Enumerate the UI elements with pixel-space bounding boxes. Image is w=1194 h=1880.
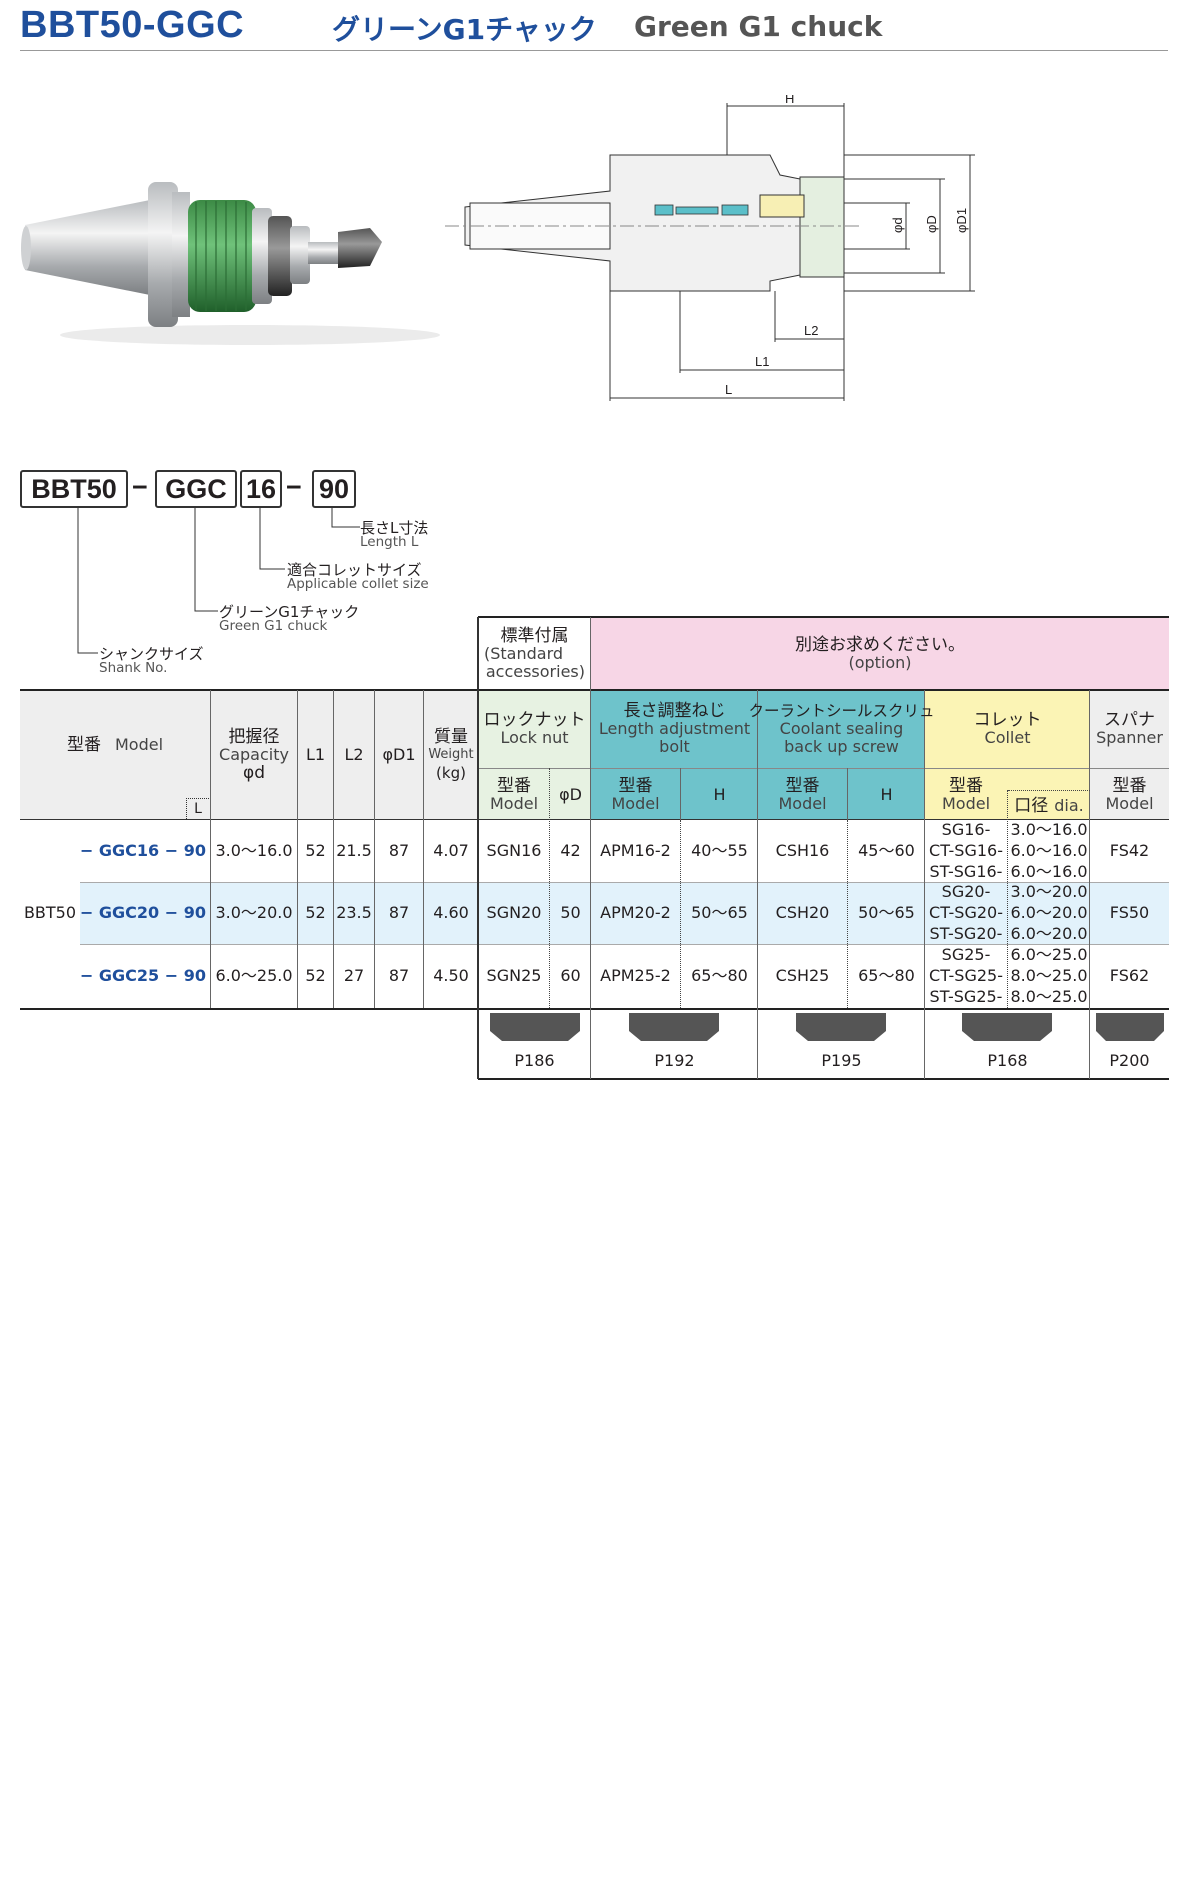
col-header-csh: クーラントシールスクリュ Coolant sealing back up scr… [748, 702, 935, 756]
col-header-d1: φD1 [382, 745, 416, 764]
code-leader-lines [77, 507, 360, 654]
col-header-model: 型番 Model [66, 735, 164, 755]
label-shank-en: Shank No. [99, 660, 168, 676]
page-ref-spanner[interactable]: P200 [1109, 1051, 1150, 1070]
product-photo [21, 182, 440, 345]
page-ref-tab-icon [962, 1013, 1052, 1041]
dim-l1-label: L1 [755, 354, 769, 369]
col-header-spanner: スパナ Spanner [1096, 710, 1163, 747]
col-header-apm: 長さ調整ねじ Length adjustment bolt [598, 701, 751, 756]
page-subtitle-en: Green G1 chuck [634, 10, 883, 43]
page-ref-collet[interactable]: P168 [987, 1051, 1028, 1070]
dim-l-label: L [725, 382, 732, 397]
header-bg-std-group [478, 617, 591, 690]
page-ref-csh[interactable]: P195 [821, 1051, 862, 1070]
subheader-apm-h: H [713, 784, 726, 804]
code-collet-size: 16 [240, 470, 282, 508]
label-collet-jp: 適合コレットサイズ [287, 561, 422, 579]
col-header-weight: 質量 Weight (kg) [428, 727, 474, 782]
subheader-locknut-d: φD [559, 784, 582, 804]
label-series-en: Green G1 chuck [219, 618, 328, 634]
header-bg-apm [591, 690, 758, 820]
row-highlight-bg [80, 882, 1169, 944]
code-shank: BBT50 [20, 470, 128, 508]
code-series: GGC [155, 470, 237, 508]
col-header-locknut: ロックナット Lock nut [483, 710, 586, 747]
dim-d-label: φd [890, 217, 905, 233]
label-series-jp: グリーンG1チャック [219, 603, 360, 621]
code-separator: − [132, 472, 148, 502]
page-ref-locknut[interactable]: P186 [514, 1051, 555, 1070]
page-ref-tab-icon [490, 1013, 580, 1041]
label-length-jp: 長さL寸法 [360, 519, 429, 537]
page-ref-apm[interactable]: P192 [654, 1051, 695, 1070]
label-length-en: Length L [360, 534, 419, 550]
col-header-model-l: L [186, 798, 209, 819]
dim-l2-label: L2 [804, 323, 818, 338]
title-divider [20, 50, 1168, 51]
header-bg-csh [758, 690, 925, 820]
col-header-l2: L2 [344, 745, 364, 764]
page-ref-tab-icon [629, 1013, 719, 1041]
header-option: 別途お求めください。 (option) [795, 634, 965, 672]
code-separator: − [286, 472, 302, 502]
header-bg-spanner [1090, 690, 1169, 820]
label-collet-en: Applicable collet size [287, 576, 429, 592]
page-title: BBT50-GGC [20, 4, 245, 46]
header-bg-basic [20, 690, 478, 820]
label-shank-jp: シャンクサイズ [99, 645, 204, 663]
col-header-l1: L1 [305, 745, 326, 764]
cross-section-drawing: H L2 L1 L φd φD φD1 [445, 95, 975, 401]
code-length: 90 [312, 470, 356, 508]
col-header-capacity: 把握径 Capacity φd [219, 727, 289, 783]
header-bg-option-group [591, 617, 1169, 690]
col-header-collet: コレット Collet [973, 710, 1042, 747]
page-ref-tab-icon [1096, 1013, 1164, 1041]
subheader-csh-h: H [880, 784, 893, 804]
dim-big-d-label: φD [924, 215, 939, 233]
header-standard-accessories: 標準付属 (Standard accessories) [484, 625, 585, 681]
header-bg-locknut [478, 690, 591, 820]
page-subtitle-jp: グリーンG1チャック [332, 13, 597, 46]
page-ref-tab-icon [796, 1013, 886, 1041]
dim-d1-label: φD1 [954, 208, 969, 233]
shank-label: BBT50 [23, 903, 77, 922]
dim-h-label: H [785, 95, 794, 106]
